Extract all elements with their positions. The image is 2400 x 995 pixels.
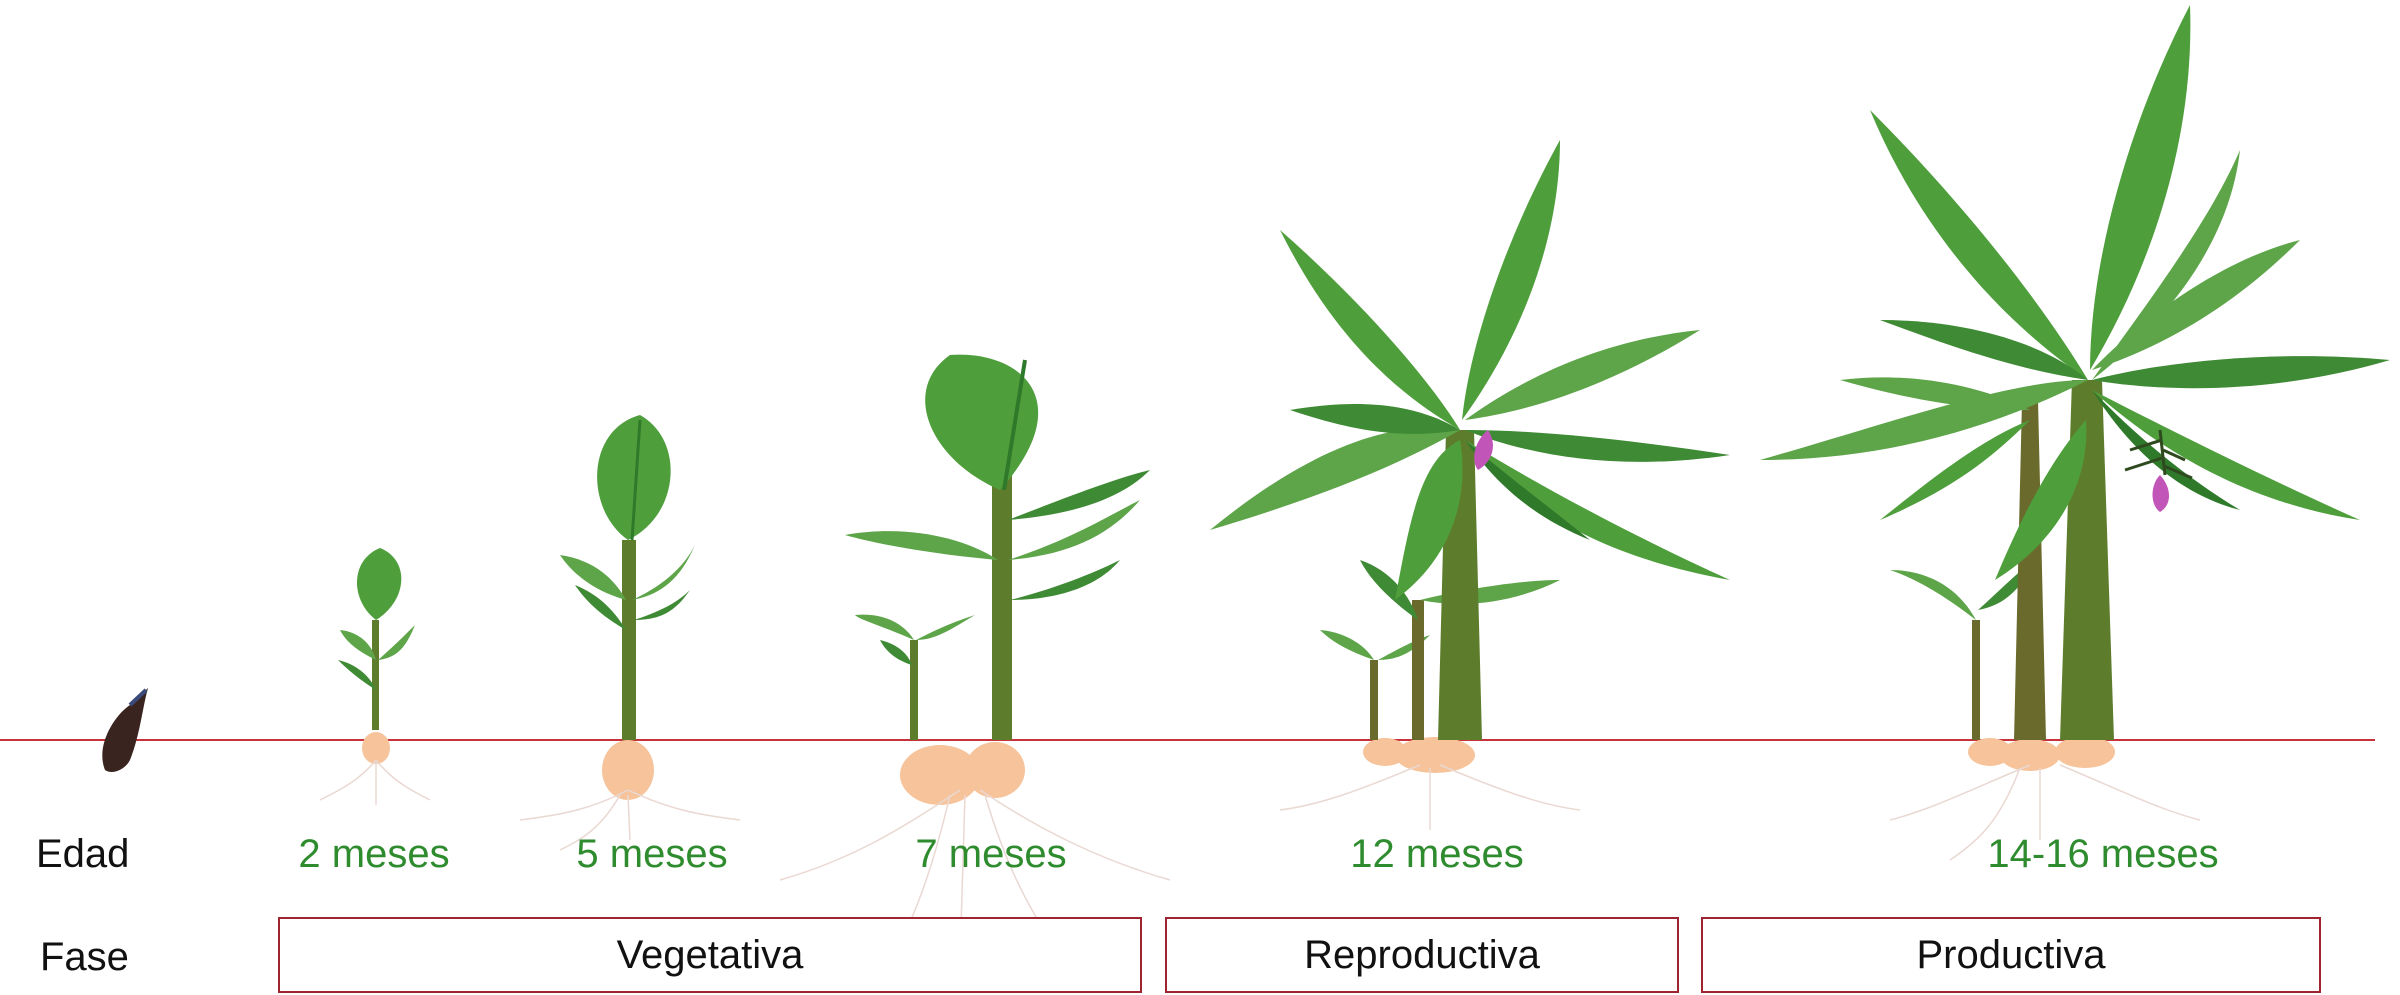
banana-plant-icon — [520, 415, 740, 850]
age-label-7-months: 7 meses — [915, 832, 1066, 877]
phase-box-vegetative: Vegetativa — [278, 917, 1142, 993]
phase-label-reproductive: Reproductiva — [1304, 933, 1540, 978]
phase-box-reproductive: Reproductiva — [1165, 917, 1679, 993]
phase-row-label: Fase — [40, 935, 129, 980]
banana-plant-icon — [320, 548, 430, 805]
banana-plant-icon — [780, 355, 1170, 980]
banana-flower-icon — [2153, 475, 2170, 512]
age-label-5-months: 5 meses — [576, 832, 727, 877]
phase-box-productive: Productiva — [1701, 917, 2321, 993]
age-label-2-months: 2 meses — [298, 832, 449, 877]
phase-label-vegetative: Vegetativa — [617, 933, 804, 978]
banana-plant-icon — [1760, 5, 2390, 860]
phase-label-productive: Productiva — [1917, 933, 2106, 978]
age-label-14-16-months: 14-16 meses — [1987, 832, 2218, 877]
age-row-label: Edad — [36, 832, 129, 877]
age-label-12-months: 12 meses — [1350, 832, 1523, 877]
seed-corm-icon — [102, 688, 148, 772]
banana-plant-icon — [1210, 140, 1730, 830]
